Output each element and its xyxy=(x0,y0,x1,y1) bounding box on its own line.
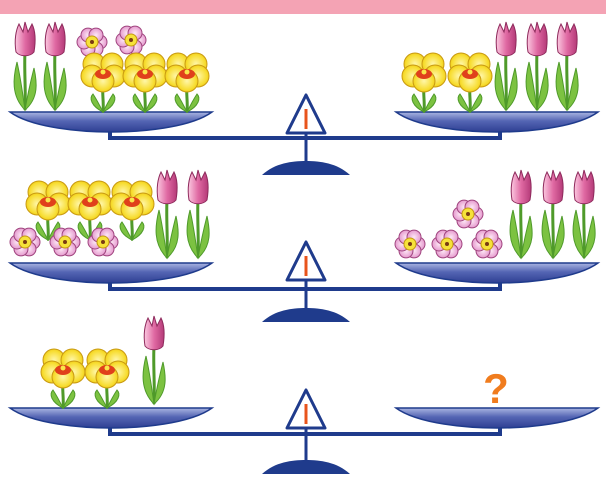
top-accent-bar xyxy=(0,0,606,14)
scale-2 xyxy=(7,169,601,322)
pink-flower-icon xyxy=(87,227,119,257)
pansy-icon xyxy=(40,348,86,410)
pink-flower-icon xyxy=(452,199,484,229)
tulip-icon xyxy=(13,21,37,112)
pink-flower-icon xyxy=(394,229,426,259)
pansy-icon xyxy=(164,52,210,114)
pink-flower-icon xyxy=(431,229,463,259)
pink-flower-icon xyxy=(49,227,81,257)
right-pan xyxy=(393,111,601,133)
tulip-icon xyxy=(525,21,549,112)
pansy-icon xyxy=(109,180,155,242)
pink-flower-icon xyxy=(471,229,503,259)
tulip-icon xyxy=(572,169,596,260)
tulip-icon xyxy=(494,21,518,112)
pansy-icon xyxy=(67,180,113,242)
pansy-icon xyxy=(84,348,130,410)
tulip-icon xyxy=(155,169,179,260)
pink-flower-icon xyxy=(115,25,147,55)
pansy-icon xyxy=(25,180,71,242)
pansy-icon xyxy=(401,52,447,114)
right-pan xyxy=(393,407,601,429)
pansy-icon xyxy=(447,52,493,114)
scale-base xyxy=(262,161,350,175)
scale-1 xyxy=(7,21,601,175)
scale-3: ? xyxy=(7,315,601,474)
pink-flower-icon xyxy=(76,27,108,57)
tulip-icon xyxy=(509,169,533,260)
pansy-icon xyxy=(80,52,126,114)
tulip-icon xyxy=(43,21,67,112)
tulip-icon xyxy=(186,169,210,260)
tulip-icon xyxy=(555,21,579,112)
left-pan xyxy=(7,262,215,284)
unknown-weight-question-mark: ? xyxy=(483,365,509,412)
scale-base xyxy=(262,460,350,474)
pansy-icon xyxy=(122,52,168,114)
right-pan xyxy=(393,262,601,284)
left-pan xyxy=(7,407,215,429)
tulip-icon xyxy=(541,169,565,260)
tulip-icon xyxy=(142,315,166,406)
pink-flower-icon xyxy=(9,227,41,257)
scale-base xyxy=(262,308,350,322)
left-pan xyxy=(7,111,215,133)
